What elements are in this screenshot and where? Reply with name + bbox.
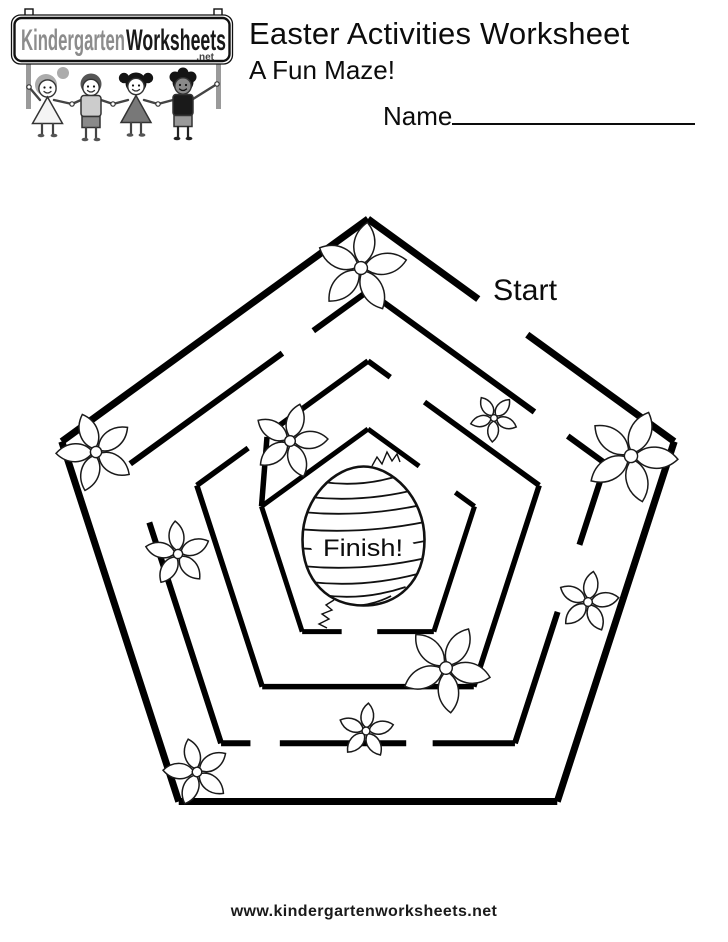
- page-title: Easter Activities Worksheet: [249, 16, 630, 51]
- footer-url: www.kindergartenworksheets.net: [230, 903, 498, 920]
- name-blank-line: [452, 101, 696, 125]
- finish-label: Finish!: [323, 535, 403, 562]
- maze-flowers: [54, 221, 679, 805]
- flower-icon: [403, 628, 492, 714]
- maze-wall-segment: [128, 350, 285, 467]
- maze-wall-segment: [431, 505, 477, 633]
- maze-wall-segment: [366, 288, 537, 415]
- flower-icon: [54, 413, 131, 492]
- logo-kid-boy-gray: [70, 73, 115, 142]
- egg-crack-top: [371, 450, 401, 467]
- flower-icon: [590, 411, 679, 503]
- kindergartenworksheets-logo: Kindergarten Worksheets .net: [10, 8, 234, 142]
- maze-wall-segment: [366, 358, 392, 380]
- maze-wall-segment: [366, 426, 421, 469]
- hands-joined: [155, 101, 161, 107]
- page-subtitle: A Fun Maze!: [249, 55, 395, 85]
- logo-text-worksheets: Worksheets: [126, 24, 226, 57]
- maze-wall-segment: [565, 433, 608, 467]
- name-label: Name: [383, 101, 453, 131]
- maze-wall-segment: [260, 426, 370, 509]
- logo-text-kindergarten: Kindergarten: [21, 24, 125, 57]
- maze-wall-segment: [195, 445, 250, 488]
- maze-wall-segment: [453, 490, 476, 509]
- maze-wall-segment: [311, 288, 370, 334]
- maze-wall-segment: [422, 399, 541, 488]
- maze-wall-segment: [59, 216, 371, 445]
- logo-kid-girl-light: [27, 67, 74, 138]
- flower-icon: [559, 570, 620, 631]
- easter-egg: [301, 450, 426, 629]
- maze-wall-segment: [471, 484, 542, 688]
- name-row: Name: [383, 101, 696, 132]
- logo-kid-girl-dark: [111, 72, 160, 137]
- hand-on-pole: [26, 84, 32, 90]
- flower-icon: [144, 520, 210, 584]
- hands-joined: [69, 101, 75, 107]
- logo-board: [13, 16, 231, 63]
- flower-icon: [318, 221, 408, 310]
- flower-icon: [469, 396, 518, 443]
- maze-wall-segment: [553, 440, 678, 803]
- maze-wall-segment: [194, 484, 265, 688]
- logo-kid-boy-dark: [156, 67, 219, 141]
- hands-joined: [110, 101, 116, 107]
- logo-text-net: .net: [196, 52, 214, 63]
- start-label: Start: [493, 274, 558, 307]
- maze-stub-wall: [258, 436, 270, 507]
- hand-on-pole: [214, 81, 220, 87]
- flower-icon: [162, 738, 227, 805]
- flower-icon: [257, 403, 329, 478]
- maze-wall-segment: [259, 505, 305, 633]
- maze-wall-segment: [146, 521, 224, 745]
- egg-crack-bottom: [317, 599, 335, 629]
- flower-icon: [339, 702, 395, 756]
- maze-wall-segment: [58, 440, 183, 803]
- maze-wall-segment: [365, 216, 481, 302]
- finish-text-band: [311, 532, 415, 562]
- egg-stripes: [302, 473, 425, 606]
- maze-wall-segment: [512, 610, 561, 745]
